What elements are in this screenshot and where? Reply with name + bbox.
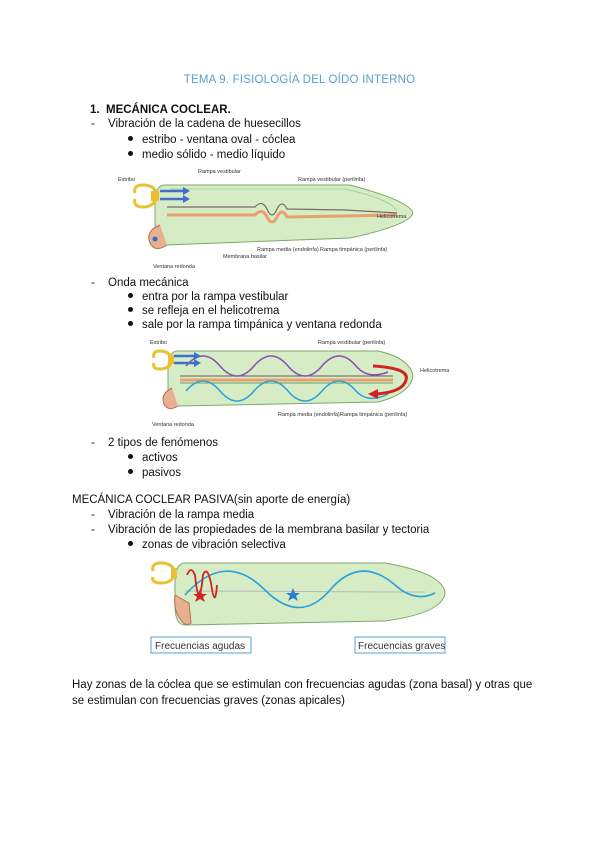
label-rampa-vestibular: Rampa vestibular (perilinfa) xyxy=(298,177,365,183)
page-title: TEMA 9. FISIOLOGÍA DEL OÍDO INTERNO xyxy=(183,74,416,86)
rampa-vestibular-line xyxy=(170,188,398,212)
label-estribo: Estribo xyxy=(118,177,135,183)
section-heading-2-paren: (sin aporte de energía) xyxy=(233,494,351,506)
list-item: medio sólido - medio líquido xyxy=(128,149,285,161)
list-item: activos xyxy=(128,452,178,464)
list-item: estribo - ventana oval - cóclea xyxy=(128,134,295,146)
freq-agudas-box xyxy=(150,636,252,654)
label-rampa-media: Rampa media (endolinfa) xyxy=(257,247,319,253)
label-rampa-timpanica: Rampa timpánica (perilinfa) xyxy=(320,247,387,253)
bullet-icon xyxy=(128,469,133,475)
label-rampa-vestibular-top: Rampa vestibular xyxy=(198,169,241,175)
label-helicotrema: Helicotrema xyxy=(377,214,407,220)
list-item: entra por la rampa vestibular xyxy=(128,291,288,303)
list-item: Vibración de las propiedades de la membr… xyxy=(108,524,430,536)
label-estribo: Estribo xyxy=(150,340,167,346)
membrane-basilar xyxy=(184,590,426,593)
list-item: Vibración de la cadena de huesecillos xyxy=(108,118,301,130)
estribo-base xyxy=(171,568,177,578)
freq-graves-box xyxy=(354,636,446,654)
list-item: Vibración de la rampa media xyxy=(108,509,255,521)
arrow-in-top-head xyxy=(194,352,201,360)
label-ventana-redonda: Ventana redonda xyxy=(153,264,196,270)
bullet-icon xyxy=(128,321,133,327)
estribo-base xyxy=(151,191,159,201)
helicotrema-arrow xyxy=(372,364,408,396)
arrow-in-bottom-head xyxy=(183,195,190,203)
section-number: 1. xyxy=(90,104,100,116)
ventana-redonda-dot xyxy=(152,236,158,242)
dash-marker: - xyxy=(91,524,95,536)
list-item: Onda mecánica xyxy=(108,277,189,289)
star-agudas-icon xyxy=(193,589,207,602)
bullet-icon xyxy=(128,541,133,547)
label-rampa-vestibular: Rampa vestibular (perilinfa) xyxy=(318,340,385,346)
label-ventana-redonda: Ventana redonda xyxy=(152,422,195,428)
cochlea-diagram-1: Estribo Rampa vestibular Rampa vestibula… xyxy=(118,169,414,270)
list-item: sale por la rampa timpánica y ventana re… xyxy=(128,319,382,331)
membrane-top xyxy=(167,202,398,216)
bullet-icon xyxy=(128,293,133,299)
bullet-icon xyxy=(128,307,133,313)
wave-vestibular xyxy=(185,355,389,377)
ventana-redonda-shape xyxy=(162,387,179,410)
bullet-icon xyxy=(128,136,133,142)
list-item: se refleja en el helicotrema xyxy=(128,305,279,317)
ventana-redonda-shape xyxy=(174,594,192,625)
label-rampa-timpanica: Rampa timpánica (perilinfa) xyxy=(340,412,407,418)
cochlea-diagram-2: Estribo Rampa vestibular (perilinfa) Hel… xyxy=(150,340,450,428)
membrane-basilar xyxy=(167,210,398,224)
wave-timpanica xyxy=(185,380,389,402)
dash-marker: - xyxy=(91,509,95,521)
arrow-in-bottom-head xyxy=(194,359,201,367)
label-freq-agudas: Frecuencias agudas xyxy=(155,641,245,652)
wave-red xyxy=(186,569,218,599)
list-item: zonas de vibración selectiva xyxy=(128,539,286,551)
label-rampa-media: Rampa media (endolinfa) xyxy=(278,412,340,418)
cochlea-diagram-3: Frecuencias agudas Frecuencias graves xyxy=(150,561,446,654)
bullet-icon xyxy=(128,454,133,460)
section-heading-2: MECÁNICA COCLEAR PASIVA(sin aporte de en… xyxy=(72,494,350,506)
label-freq-graves: Frecuencias graves xyxy=(358,641,445,652)
helicotrema-arrow-head xyxy=(368,389,378,399)
section-heading-text: MECÁNICA COCLEAR. xyxy=(105,104,231,116)
list-item: 2 tipos de fenómenos xyxy=(108,437,218,449)
dash-marker: - xyxy=(91,277,95,289)
ventana-redonda-shape xyxy=(148,224,168,249)
arrow-in-top-head xyxy=(183,187,190,195)
bullet-icon xyxy=(128,151,133,157)
conclusion-paragraph: Hay zonas de la cóclea que se estimulan … xyxy=(72,679,533,707)
section-heading-2-main: MECÁNICA COCLEAR PASIVA xyxy=(72,494,234,506)
star-graves-icon xyxy=(286,588,300,601)
estribo-base xyxy=(168,355,174,364)
label-helicotrema: Helicotrema xyxy=(420,368,450,374)
section-heading: 1. MECÁNICA COCLEAR. xyxy=(90,104,231,116)
list-item: pasivos xyxy=(128,467,181,479)
dash-marker: - xyxy=(91,437,95,449)
dash-marker: - xyxy=(91,118,95,130)
label-membrana-basilar: Membrana basilar xyxy=(223,254,267,260)
wave-blue xyxy=(184,570,436,609)
